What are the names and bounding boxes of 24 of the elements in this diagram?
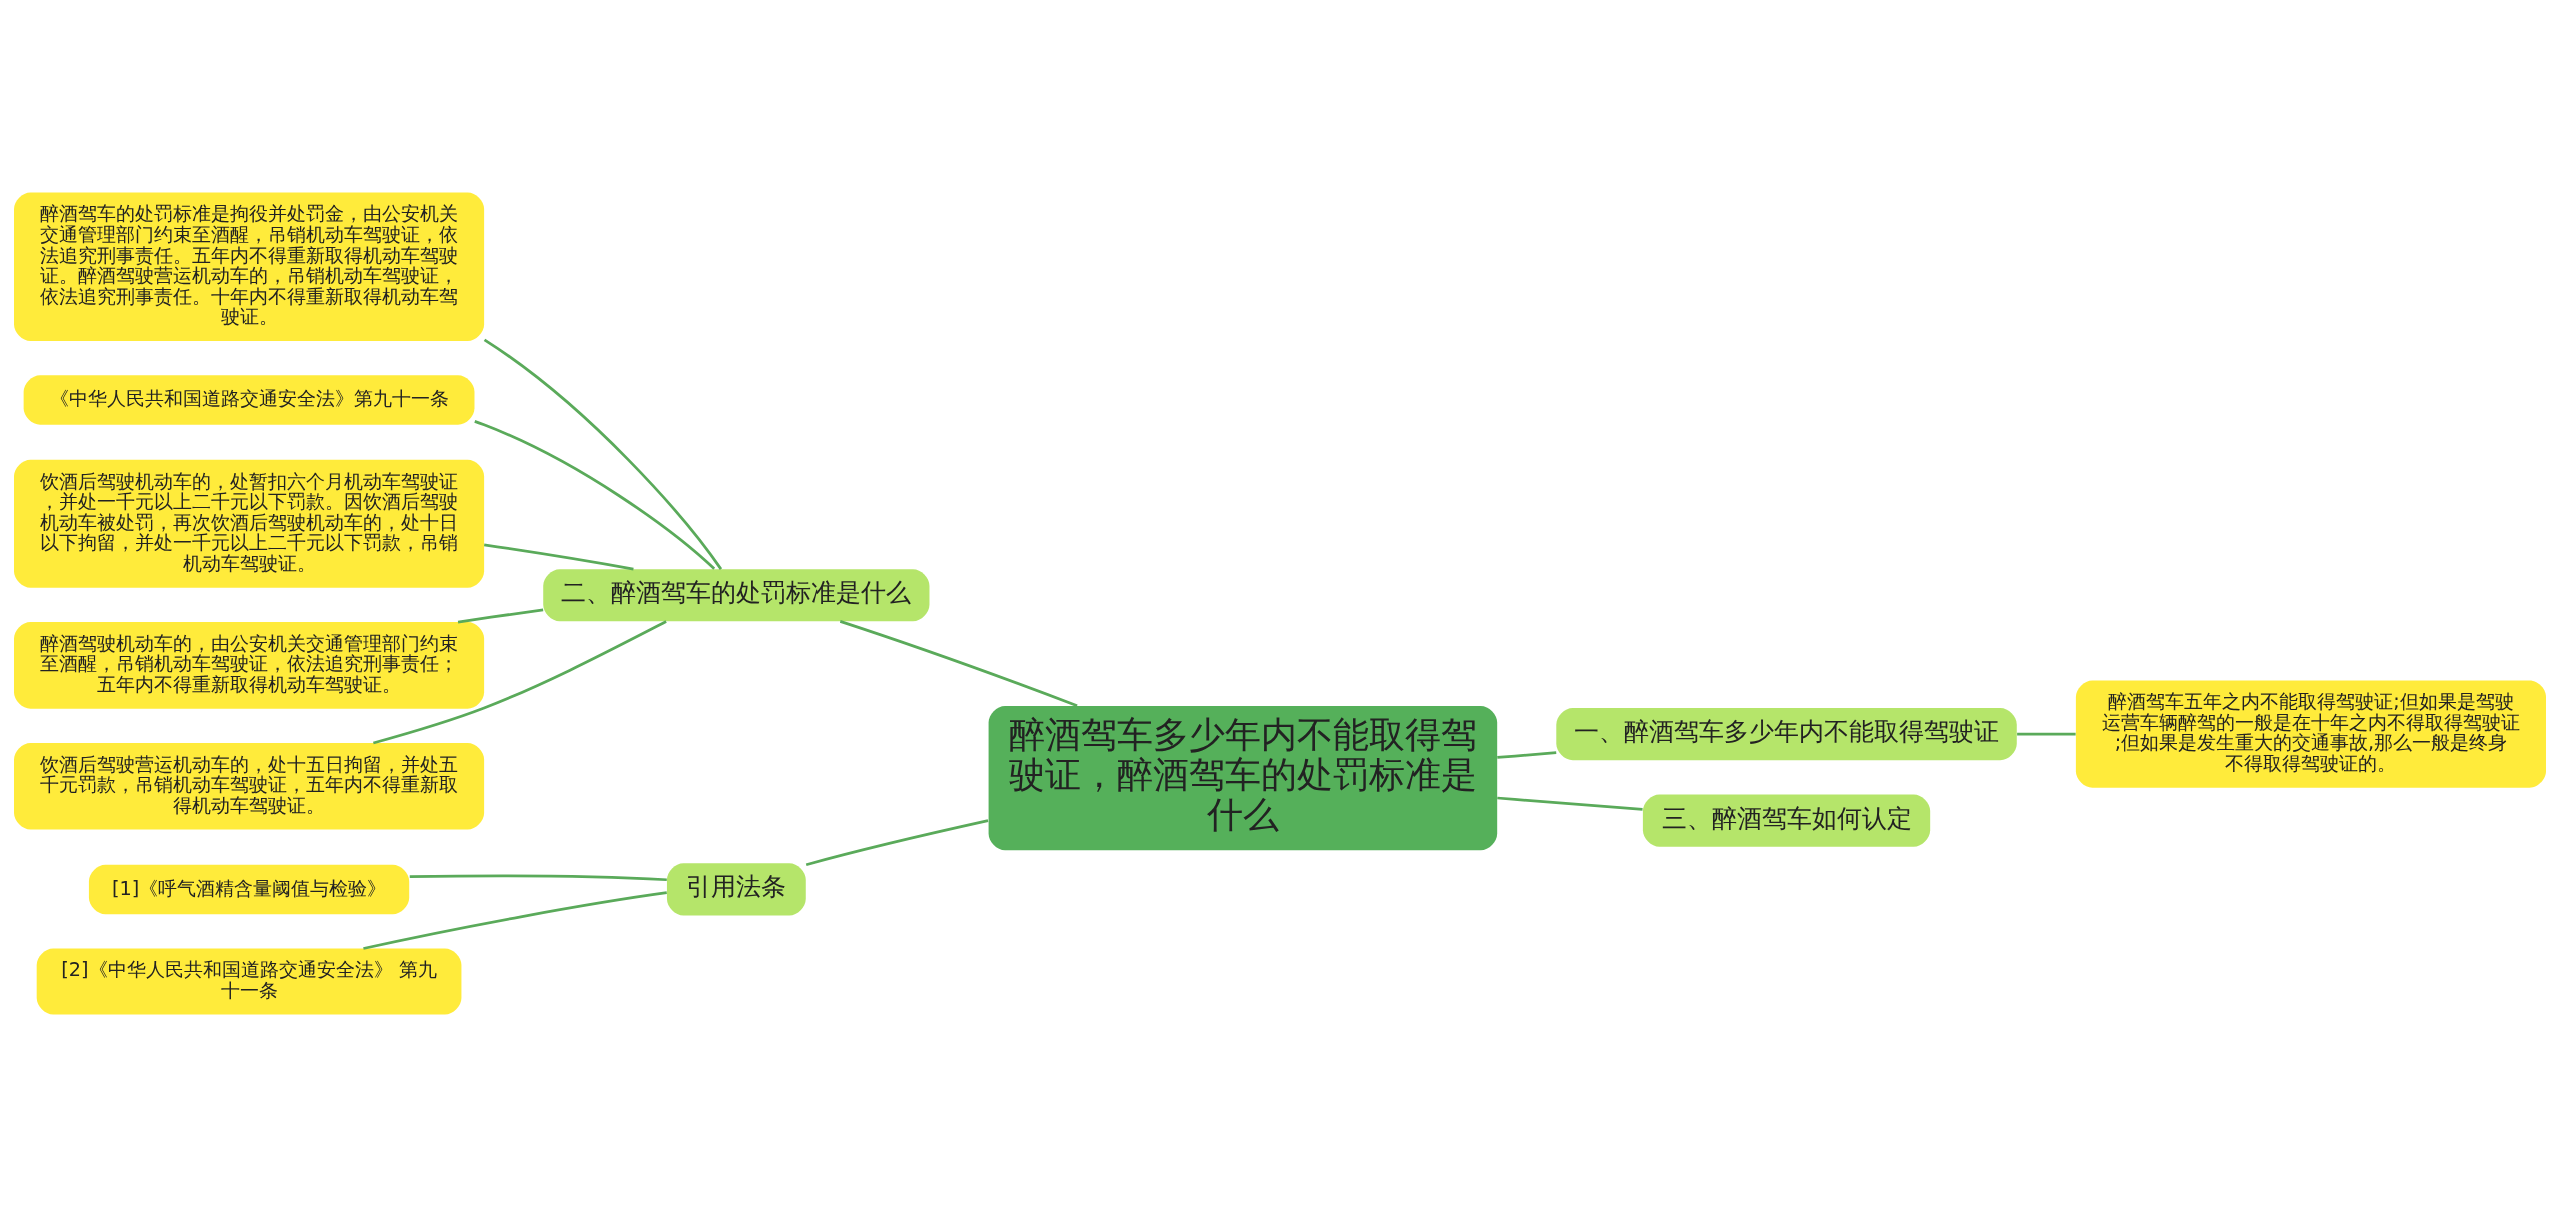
- node-box: [1]《呼气酒精含量阈值与检验》: [88, 864, 410, 915]
- connector: [363, 891, 667, 950]
- node-box: 《中华人民共和国道路交通安全法》第九十一条: [23, 375, 475, 425]
- node-box: 引用法条: [666, 863, 806, 916]
- connector: [457, 608, 544, 624]
- node-box: 一、醉酒驾车多少年内不能取得驾驶证: [1556, 707, 2017, 761]
- connector: [483, 338, 723, 570]
- node-box: 醉酒驾车多少年内不能取得驾驶证，醉酒驾车的处罚标准是什么: [988, 705, 1498, 851]
- connector: [474, 420, 716, 570]
- connector: [1497, 796, 1643, 811]
- connector: [1497, 751, 1557, 759]
- connector: [484, 543, 634, 571]
- node-box: 二、醉酒驾车的处罚标准是什么: [543, 569, 930, 622]
- node-box: 醉酒驾车的处罚标准是拘役并处罚金，由公安机关交通管理部门约束至酒醒，吊销机动车驾驶证，依法追究刑事责任。五年内不得重新取得机动车驾驶证。醉酒驾驶营运机动车的，吊销机动车驾驶证，依法追究刑事责任。十年内不得重新取得机动车驾驶证。: [14, 192, 485, 341]
- node-box: 三、醉酒驾车如何认定: [1642, 794, 1931, 847]
- node-box: 饮酒后驾驶营运机动车的，处十五日拘留，并处五千元罚款，吊销机动车驾驶证，五年内不得重新取得机动车驾驶证。: [14, 743, 485, 830]
- connector: [839, 620, 1078, 708]
- connector: [409, 874, 667, 882]
- node-box: 醉酒驾车五年之内不能取得驾驶证;但如果是驾驶运营车辆醉驾的一般是在十年之内不得取得驾驶证;但如果是发生重大的交通事故,那么一般是终身不得取得驾驶证的。: [2075, 680, 2546, 788]
- node-box: [2]《中华人民共和国道路交通安全法》 第九十一条: [36, 948, 462, 1015]
- node-box: 醉酒驾驶机动车的，由公安机关交通管理部门约束至酒醒，吊销机动车驾驶证，依法追究刑事责任；五年内不得重新取得机动车驾驶证。: [14, 622, 485, 709]
- node-box: 饮酒后驾驶机动车的，处暂扣六个月机动车驾驶证，并处一千元以上二千元以下罚款。因饮酒后驾驶机动车被处罚，再次饮酒后驾驶机动车的，处十日以下拘留，并处一千元以上二千元以下罚款，吊销机动车驾驶证。: [14, 459, 485, 588]
- connector: [805, 819, 989, 867]
- connector: [2017, 732, 2076, 736]
